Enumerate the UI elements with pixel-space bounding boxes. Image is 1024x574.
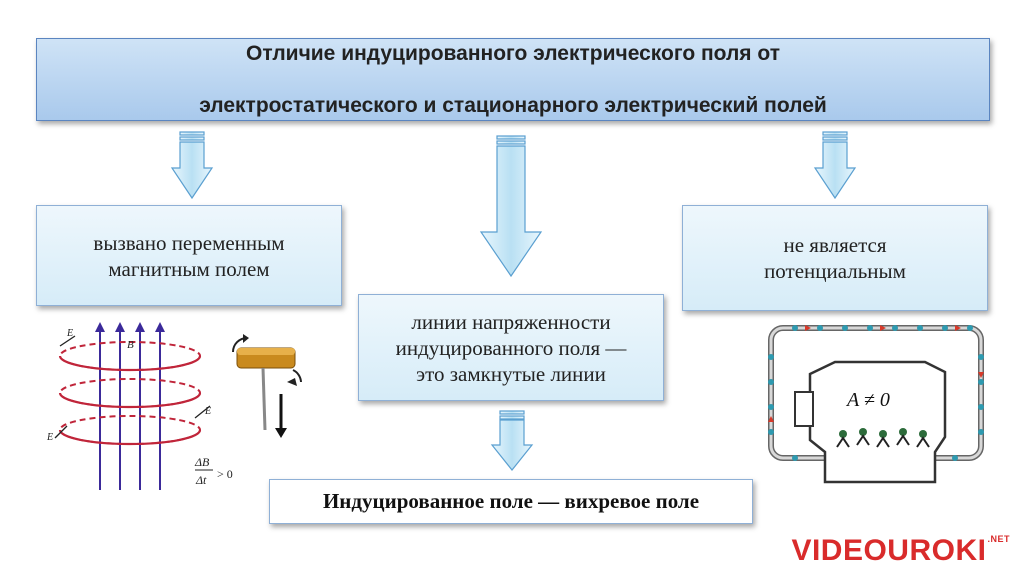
conclusion-text: Индуцированное поле — вихревое поле (322, 489, 700, 513)
page-title: Отличие индуцированного электрического п… (189, 15, 837, 145)
arrow-down-center (479, 135, 543, 278)
box-right-text: не является потенциальным (764, 233, 906, 283)
box-center-text: линии напряженности индуцированного поля… (395, 309, 627, 386)
brand-logo: VIDEOUROKI.NET (791, 534, 1010, 568)
box-closed-lines: линии напряженности индуцированного поля… (358, 294, 664, 401)
e-label-left: E (46, 432, 53, 443)
e-label-top: E (66, 328, 73, 339)
title-line-2: электростатического и стационарного элек… (199, 93, 827, 117)
title-banner: Отличие индуцированного электрического п… (36, 38, 990, 121)
work-label: A ≠ 0 (845, 389, 890, 411)
formula-relation: > 0 (217, 467, 233, 481)
electric-field-rings (59, 341, 201, 445)
e-vectors (54, 335, 211, 439)
arrow-down-conclusion (490, 410, 534, 471)
formula-denominator: Δt (195, 473, 207, 487)
current-arrows (768, 325, 984, 422)
brand-suffix: .NET (987, 534, 1010, 544)
b-label: B (127, 339, 134, 351)
brand-name: VIDEOUROKI (791, 534, 987, 567)
arrow-down-right (813, 131, 857, 200)
charges (768, 325, 984, 461)
title-line-1: Отличие индуцированного электрического п… (245, 41, 780, 65)
field-arrowheads (95, 322, 165, 332)
box-variable-magnetic-field: вызвано переменным магнитным полем (36, 205, 342, 306)
conclusion-box: Индуцированное поле — вихревое поле (269, 479, 753, 524)
workers (839, 428, 927, 438)
arrow-down-left (170, 131, 214, 200)
vortex-circuit-diagram: A ≠ 0 (768, 325, 984, 484)
e-label-right: E (204, 406, 211, 417)
gimlet-rule-icon (232, 334, 302, 438)
box-not-potential: не является потенциальным (682, 205, 988, 311)
box-left-text: вызвано переменным магнитным полем (93, 230, 285, 281)
formula-numerator: ΔB (194, 455, 210, 469)
induced-field-diagram: E B E E ΔB Δt > 0 (46, 322, 233, 490)
magnetic-field-lines (99, 330, 161, 490)
